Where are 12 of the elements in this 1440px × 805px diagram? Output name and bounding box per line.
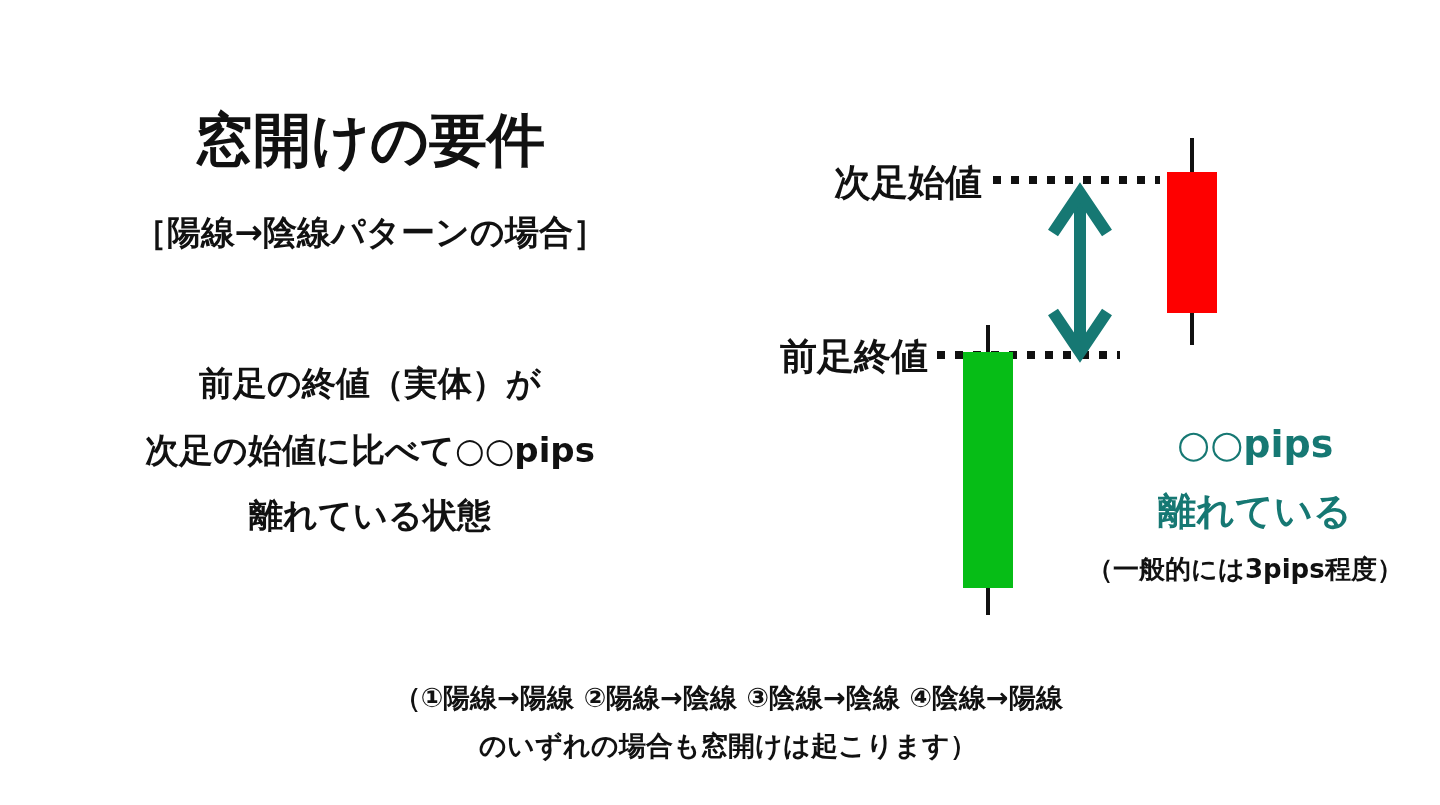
price-label: 次足始値 (834, 161, 982, 205)
footnote: （①陽線→陽線 ②陽線→陰線 ③陰線→陰線 ④陰線→陽線 (393, 681, 1063, 713)
title: 窓開けの要件 (195, 106, 545, 174)
footnote: のいずれの場合も窓開けは起こります） (479, 729, 977, 761)
gap-label: ○○pips (1177, 423, 1334, 467)
subtitle: ［陽線→陰線パターンの場合］ (132, 212, 607, 252)
note: （一般的には3pips程度） (1087, 555, 1403, 585)
price-label: 前足終値 (780, 335, 928, 379)
description: 次足の始値に比べて○○pips (145, 430, 595, 470)
description: 前足の終値（実体）が (199, 363, 541, 403)
description: 離れている状態 (249, 495, 491, 535)
gap-label: 離れている (1158, 490, 1352, 534)
